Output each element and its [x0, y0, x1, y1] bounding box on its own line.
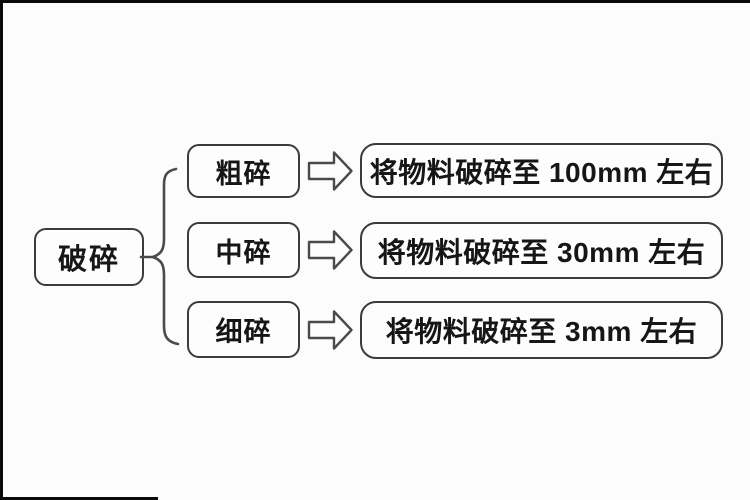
- branch-label: 细碎: [215, 317, 272, 347]
- root-node-crushing: 破碎: [34, 228, 144, 286]
- branch-node-coarse: 粗碎: [187, 144, 300, 198]
- arrow-right-icon: [307, 151, 353, 191]
- result-node-coarse: 将物料破碎至 100mm 左右: [360, 143, 723, 198]
- brace-icon: [139, 167, 180, 346]
- frame-edge-bottom: [0, 497, 158, 500]
- arrow-right-icon: [307, 230, 353, 270]
- frame-edge-left: [0, 0, 3, 500]
- branch-node-medium: 中碎: [187, 222, 300, 278]
- branch-node-fine: 细碎: [187, 301, 300, 358]
- result-label: 将物料破碎至 30mm 左右: [377, 236, 706, 268]
- arrow-right-icon: [307, 310, 353, 350]
- result-label: 将物料破碎至 100mm 左右: [369, 156, 714, 188]
- result-label: 将物料破碎至 3mm 左右: [385, 316, 698, 347]
- frame-edge-top: [0, 0, 750, 3]
- result-node-medium: 将物料破碎至 30mm 左右: [360, 222, 723, 279]
- branch-label: 中碎: [215, 237, 272, 268]
- result-node-fine: 将物料破碎至 3mm 左右: [360, 301, 723, 359]
- root-node-label: 破碎: [57, 244, 120, 276]
- branch-label: 粗碎: [215, 158, 272, 189]
